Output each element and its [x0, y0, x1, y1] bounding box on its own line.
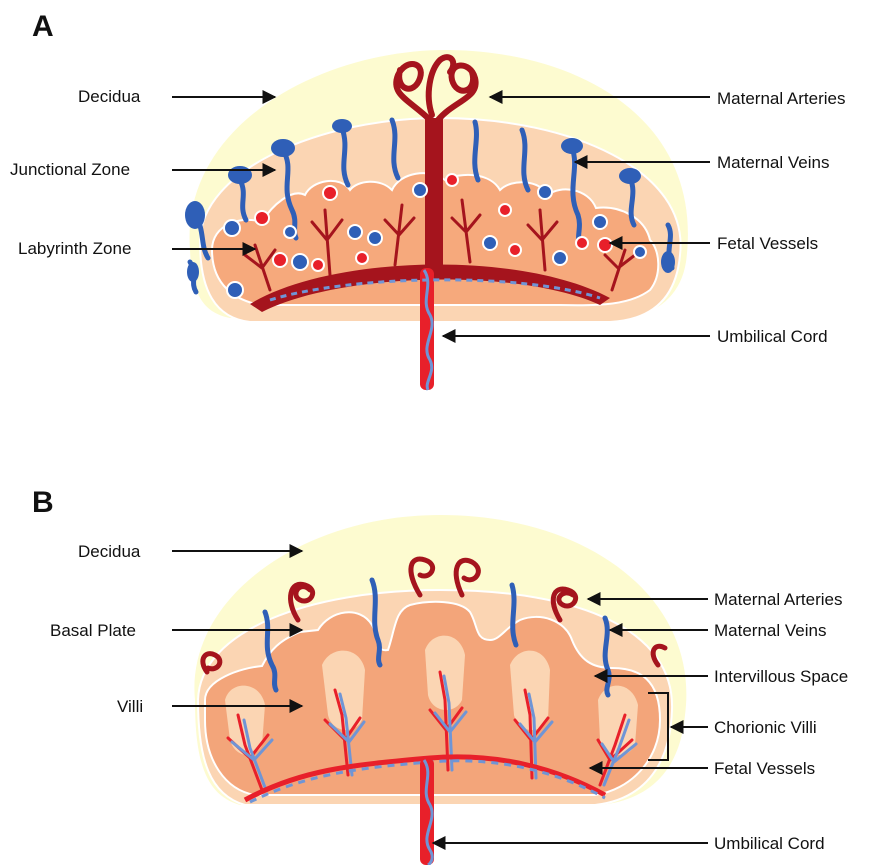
panel-b-label-basal-plate: Basal Plate — [50, 621, 136, 640]
panel-a-label-maternal-veins: Maternal Veins — [717, 153, 829, 172]
panel-b-letter: B — [32, 486, 54, 519]
panel-a-label-decidua: Decidua — [78, 87, 141, 106]
panel-a-letter: A — [32, 10, 54, 43]
panel-b-label-decidua: Decidua — [78, 542, 141, 561]
panel-a-label-labyrinth-zone: Labyrinth Zone — [18, 239, 131, 258]
panel-a-central-artery — [425, 118, 443, 268]
panel-a-label-umbilical-cord: Umbilical Cord — [717, 327, 828, 346]
panel-b-label-intervillous-space: Intervillous Space — [714, 667, 848, 686]
panel-a-label-maternal-arteries: Maternal Arteries — [717, 89, 846, 108]
panel-b-label-villi: Villi — [117, 697, 143, 716]
panel-b-label-maternal-veins: Maternal Veins — [714, 621, 826, 640]
panel-b: B — [32, 486, 848, 865]
panel-a-label-junctional-zone: Junctional Zone — [10, 160, 130, 179]
panel-b-label-umbilical-cord: Umbilical Cord — [714, 834, 825, 853]
panel-a: A — [10, 10, 846, 390]
panel-b-label-chorionic-villi: Chorionic Villi — [714, 718, 817, 737]
panel-b-label-maternal-arteries: Maternal Arteries — [714, 590, 843, 609]
panel-a-label-fetal-vessels: Fetal Vessels — [717, 234, 818, 253]
panel-b-label-fetal-vessels: Fetal Vessels — [714, 759, 815, 778]
